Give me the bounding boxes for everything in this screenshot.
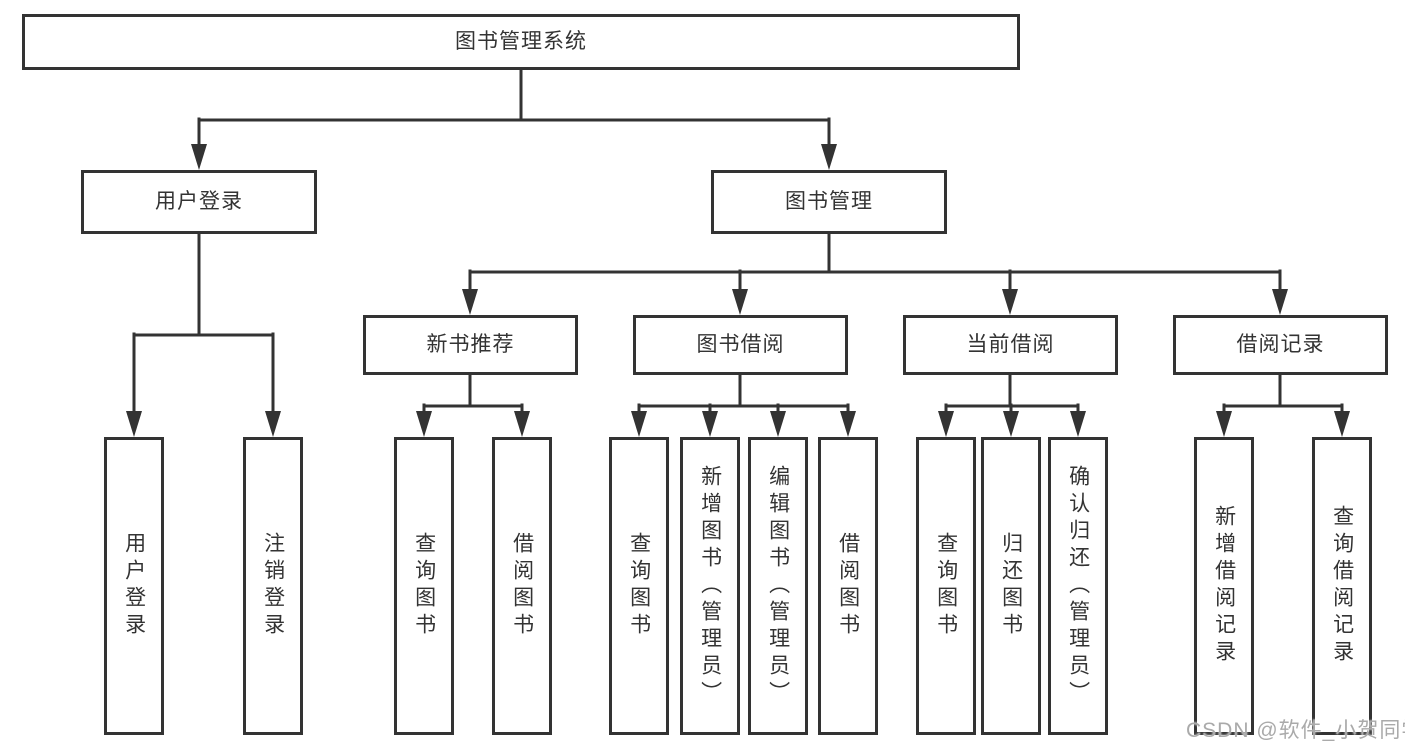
node-current-confirm-return-admin: 确认归还（管理员） — [1048, 437, 1108, 735]
node-borrow-edit-books-admin: 编辑图书（管理员） — [748, 437, 808, 735]
node-current-borrow: 当前借阅 — [903, 315, 1118, 375]
node-borrow-records: 借阅记录 — [1173, 315, 1388, 375]
node-newbooks-query-books: 查询图书 — [394, 437, 454, 735]
node-current-return-books: 归还图书 — [981, 437, 1041, 735]
watermark-text: CSDN @软件_小贺同学 — [1186, 719, 1405, 742]
node-borrow-query-books: 查询图书 — [609, 437, 669, 735]
node-book-borrow: 图书借阅 — [633, 315, 848, 375]
node-newbooks-borrow-books: 借阅图书 — [492, 437, 552, 735]
node-new-book-recommend: 新书推荐 — [363, 315, 578, 375]
node-book-management: 图书管理 — [711, 170, 947, 234]
node-user-login: 用户登录 — [81, 170, 317, 234]
node-records-add-record: 新增借阅记录 — [1194, 437, 1254, 735]
node-root: 图书管理系统 — [22, 14, 1020, 70]
node-current-query-books: 查询图书 — [916, 437, 976, 735]
node-borrow-borrow-books: 借阅图书 — [818, 437, 878, 735]
node-borrow-add-books-admin: 新增图书（管理员） — [680, 437, 740, 735]
arrowhead-icons — [126, 144, 1350, 437]
node-logout-leaf: 注销登录 — [243, 437, 303, 735]
node-login-leaf: 用户登录 — [104, 437, 164, 735]
node-records-query-record: 查询借阅记录 — [1312, 437, 1372, 735]
